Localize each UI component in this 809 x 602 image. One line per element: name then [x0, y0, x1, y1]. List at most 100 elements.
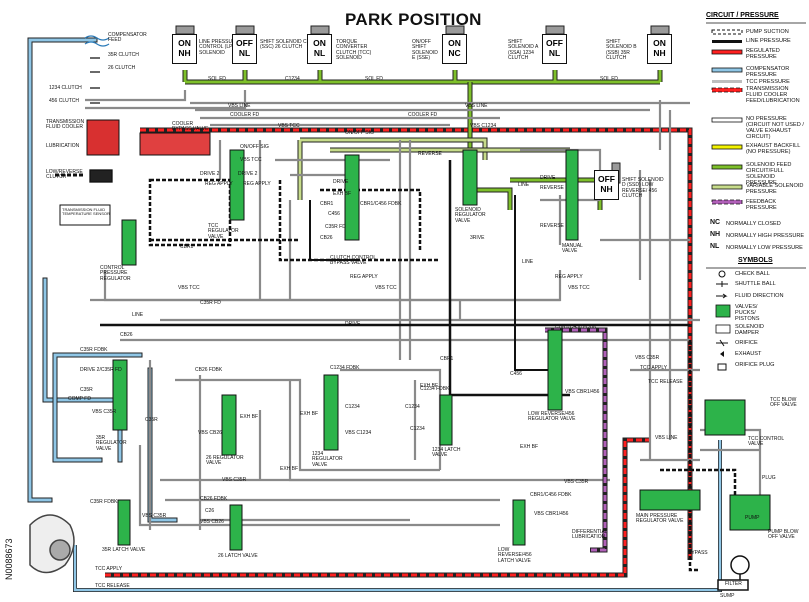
line-label-c35r-fdbk: C35R FDBK — [80, 347, 108, 353]
regulated-circuit — [73, 127, 722, 592]
line-label-line: LINE — [132, 312, 144, 318]
legend-item: PUMP SUCTION — [746, 29, 789, 35]
legend-item: LINE PRESSURE — [746, 38, 791, 44]
abbrev-code: NC — [710, 219, 721, 226]
line-label-cbr1-c456: CBR1/C456 FDBK — [360, 201, 402, 207]
tcc-circuit — [85, 90, 762, 530]
line-label-c1234-c: C1234 — [410, 426, 425, 432]
line-label-vbs-c35r-2: VBS C35R — [635, 355, 660, 361]
tcc-regulator-label: TCC REGULATOR VALVE — [208, 223, 239, 240]
transmission-fluid-cooler — [86, 119, 120, 156]
line-label-plug: PLUG — [762, 475, 776, 481]
page-title: PARK POSITION — [345, 10, 482, 29]
legend-item: NO PRESSURE (CIRCUIT NOT USED / VALVE EX… — [746, 116, 804, 141]
legend-item: FEEDBACK PRESSURE — [746, 199, 777, 212]
line-label-exh-bf-6: EXH BF — [520, 444, 539, 450]
line-label-cb26: CB26 — [320, 235, 333, 241]
low-reverse-456-regulator-valve — [547, 329, 563, 411]
line-label-cbr1: CBR1 — [320, 201, 334, 207]
low-rev-latch-label: LOW REVERSE/456 LATCH VALVE — [498, 547, 532, 564]
feedback-circuit — [545, 327, 608, 553]
line-label-vbs-line: VBS LINE — [228, 103, 251, 109]
solenoid-regulator-valve — [462, 149, 478, 206]
26-latch-label: 26 LATCH VALVE — [218, 553, 258, 559]
control-pressure-regulator — [121, 219, 137, 266]
1234-regulator-valve — [323, 374, 339, 451]
cooler-bypass-valve — [139, 132, 211, 156]
line-label-vbs-c35r-4: VBS C35R — [222, 477, 247, 483]
line-label-reg-apply: REG APPLY — [205, 181, 233, 187]
line-label-3rive: 3RIVE — [470, 235, 485, 241]
trans-cooler-label: TRANSMISSION FLUID COOLER — [46, 119, 85, 131]
line-label-exh-bf-3: EXH BF — [240, 414, 259, 420]
low-reverse-clutch-label: LOW/REVERSE CLUTCH — [46, 169, 83, 181]
solenoid-regulator-label: SOLENOID REGULATOR VALVE — [455, 207, 486, 224]
line-label-c35r-fd-2: C35R FD — [200, 300, 221, 306]
pump-blow-off-label: PUMP BLOW OFF VALVE — [768, 529, 799, 541]
line-label-vbs-line-3: VBS LINE — [655, 435, 678, 441]
exhaust-icon: EXHAUST — [735, 351, 762, 357]
legend-item: TRANSMISSION FLUID COOLER FEED/LUBRICATI… — [746, 86, 800, 105]
line-label-c35r-2: C35R — [145, 417, 158, 423]
35r-regulator-label: 35R REGULATOR VALVE — [96, 435, 127, 452]
ssd-solenoid-label: SHIFT SOLENOID D (SSD) LOW REVERSE/ 456 … — [622, 177, 664, 199]
line-label-cooler-fd: COOLER FD — [230, 112, 260, 118]
line-label-c1234: C1234 — [285, 76, 300, 82]
line-label-cb26-fdbk: CB26 FDBK — [195, 367, 223, 373]
lpc-solenoid-label: LINE PRESSURE CONTROL (LPC) SOLENOID — [199, 39, 240, 56]
diff-lube-label: DIFFERENTIAL LUBRICATION — [572, 529, 608, 541]
manual-valve-label: MANUAL VALVE — [562, 243, 583, 255]
line-label-line-3: LINE — [522, 259, 534, 265]
line-label-tcc-release-2: TCC RELEASE — [95, 583, 130, 589]
line-label-c35r-fdbk-2: C35R FDBK — [90, 499, 118, 505]
legend-item: VARIABLE SOLENOID PRESSURE — [746, 183, 804, 196]
abbrev-code: NL — [710, 243, 720, 250]
line-label-cbr1-c456-2: CBR1 — [440, 356, 454, 362]
legend-swatches — [711, 29, 743, 371]
line-label-bypass: BYPASS — [688, 550, 708, 556]
cooler-bypass-label: COOLER BYPASS VALVE — [172, 121, 209, 133]
line-label-vbs-c35r-5: VBS C35R — [142, 513, 167, 519]
ssa-solenoid-label: SHIFT SOLENOID A (SSA) 1234 CLUTCH — [508, 39, 539, 61]
line-label-vbs-tcc-4: VBS TCC — [375, 285, 397, 291]
line-label-on-off-sig-2: ON/OFF SIG — [240, 144, 269, 150]
line-label-sump: SUMP — [720, 593, 735, 599]
clutch-control-bypass-valve — [344, 154, 360, 241]
line-label-c1234-fdbk-2: C1234 FDBK — [420, 386, 450, 392]
line-label-cb26-2: CB26 — [120, 332, 133, 338]
line-label-tcc-apply-2: TCC APPLY — [95, 566, 123, 572]
line-label-reverse: REVERSE — [418, 151, 442, 157]
line-label-drive-2: DRIVE — [345, 321, 361, 327]
line-label-cbr1-2: CBR1 — [180, 244, 194, 250]
line-label-sol-fd-1: SOL FD — [208, 76, 226, 82]
tcc-control-valve — [704, 399, 746, 436]
line-label-sol-fd-2: SOL FD — [365, 76, 383, 82]
drawing-number: N0088673 — [4, 538, 14, 580]
line-label-vbs-tcc-3: VBS TCC — [178, 285, 200, 291]
line-label-vbs-line-2: VBS LINE — [465, 103, 488, 109]
35r-clutch-label: 35R CLUTCH — [108, 52, 139, 58]
35r-regulator-valve — [112, 359, 128, 431]
control-pressure-regulator-label: CONTROL PRESSURE REGULATOR — [100, 265, 131, 282]
valve-bodies — [86, 119, 771, 551]
tcc-control-label: TCC CONTROL VALVE — [748, 436, 784, 448]
line-label-drive2-b: DRIVE 2 — [238, 171, 258, 177]
line-label-reg-apply-2: REG APPLY — [350, 274, 378, 280]
line-label-reverse-manual-2: REVERSE — [540, 223, 564, 229]
legend-item: REGULATED PRESSURE — [746, 48, 780, 61]
456-clutch-label: 456 CLUTCH — [49, 98, 80, 104]
pump — [729, 494, 771, 531]
line-label-reg-apply-3: REG APPLY — [555, 274, 583, 280]
low-reverse-456-latch-valve — [512, 499, 526, 546]
line-label-exh-bf-5: EXH BF — [280, 466, 299, 472]
line-label-vbs-tcc-2: VBS TCC — [240, 157, 262, 163]
line-label-reg-apply-b: REG APPLY — [243, 181, 271, 187]
line-label-on-off-sig: ON/OFF SIG — [345, 130, 374, 136]
line-label-drive: DRIVE — [333, 179, 349, 185]
line-label-pump: PUMP — [745, 515, 760, 521]
